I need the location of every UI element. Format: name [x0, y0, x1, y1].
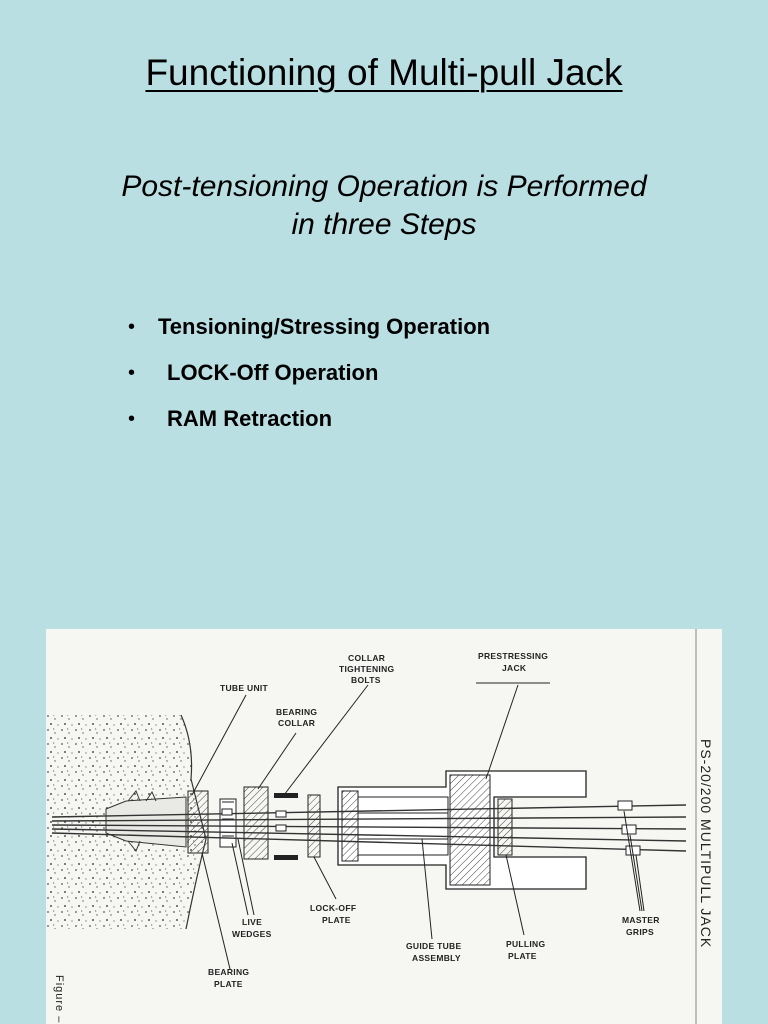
label-lock-off-plate-1: LOCK-OFF — [310, 903, 356, 913]
step-label: RAM Retraction — [167, 406, 333, 431]
step-label: LOCK-Off Operation — [167, 360, 379, 385]
label-bearing-plate-2: PLATE — [214, 979, 243, 989]
bearing-collar — [243, 786, 269, 860]
anchor-head — [219, 798, 237, 848]
label-lock-off-plate-2: PLATE — [322, 915, 351, 925]
anchor-grips — [221, 808, 287, 832]
label-master-grips-2: GRIPS — [626, 927, 654, 937]
leader-lines — [191, 682, 645, 970]
master-grips — [617, 800, 641, 856]
label-tube-unit: TUBE UNIT — [220, 683, 269, 693]
guide-tube-assembly — [357, 796, 449, 856]
slide-title: Functioning of Multi-pull Jack — [145, 52, 623, 93]
jack-drawing: TUBE UNIT BEARING COLLAR COLLAR TIGHTENI… — [46, 629, 714, 1024]
label-live-wedges-1: LIVE — [242, 917, 262, 927]
wedge-marks — [222, 801, 234, 837]
bearing-plate — [187, 790, 209, 854]
collar-bolt-bottom — [274, 855, 298, 860]
label-pulling-plate-1: PULLING — [506, 939, 545, 949]
label-guide-tube-1: GUIDE TUBE — [406, 941, 461, 951]
label-collar-bolts-1: COLLAR — [348, 653, 385, 663]
diagram-side-title: PS-20/200 MULTIPULL JACK — [698, 739, 714, 948]
label-live-wedges-2: WEDGES — [232, 929, 272, 939]
tube-unit-fins — [127, 790, 157, 852]
label-master-grips-1: MASTER — [622, 915, 660, 925]
label-bearing-collar-2: COLLAR — [278, 718, 315, 728]
bullet-icon: • — [128, 362, 136, 384]
label-pulling-plate-2: PLATE — [508, 951, 537, 961]
pulling-plate — [497, 798, 513, 856]
label-guide-tube-2: ASSEMBLY — [412, 953, 461, 963]
label-prestressing-jack-2: JACK — [502, 663, 527, 673]
figure-caption: Figure – — [53, 975, 65, 1023]
label-collar-bolts-2: TIGHTENING — [339, 664, 395, 674]
slide-subtitle: Post-tensioning Operation is Performed i… — [40, 168, 728, 244]
bullet-icon: • — [128, 408, 136, 430]
label-prestressing-jack-1: PRESTRESSING — [478, 651, 548, 661]
bullet-icon: • — [128, 316, 136, 338]
subtitle-line-1: Post-tensioning Operation is Performed — [121, 170, 647, 203]
label-collar-bolts-3: BOLTS — [351, 675, 381, 685]
jack-cylinder — [449, 774, 491, 886]
multipull-jack-diagram: TUBE UNIT BEARING COLLAR COLLAR TIGHTENI… — [46, 629, 722, 1024]
label-bearing-plate-1: BEARING — [208, 967, 249, 977]
strands — [51, 804, 687, 852]
jack-nose — [341, 790, 359, 862]
collar-bolt-top — [274, 793, 298, 798]
step-label: Tensioning/Stressing Operation — [158, 314, 491, 339]
subtitle-line-2: in three Steps — [291, 208, 477, 241]
label-bearing-collar-1: BEARING — [276, 707, 317, 717]
